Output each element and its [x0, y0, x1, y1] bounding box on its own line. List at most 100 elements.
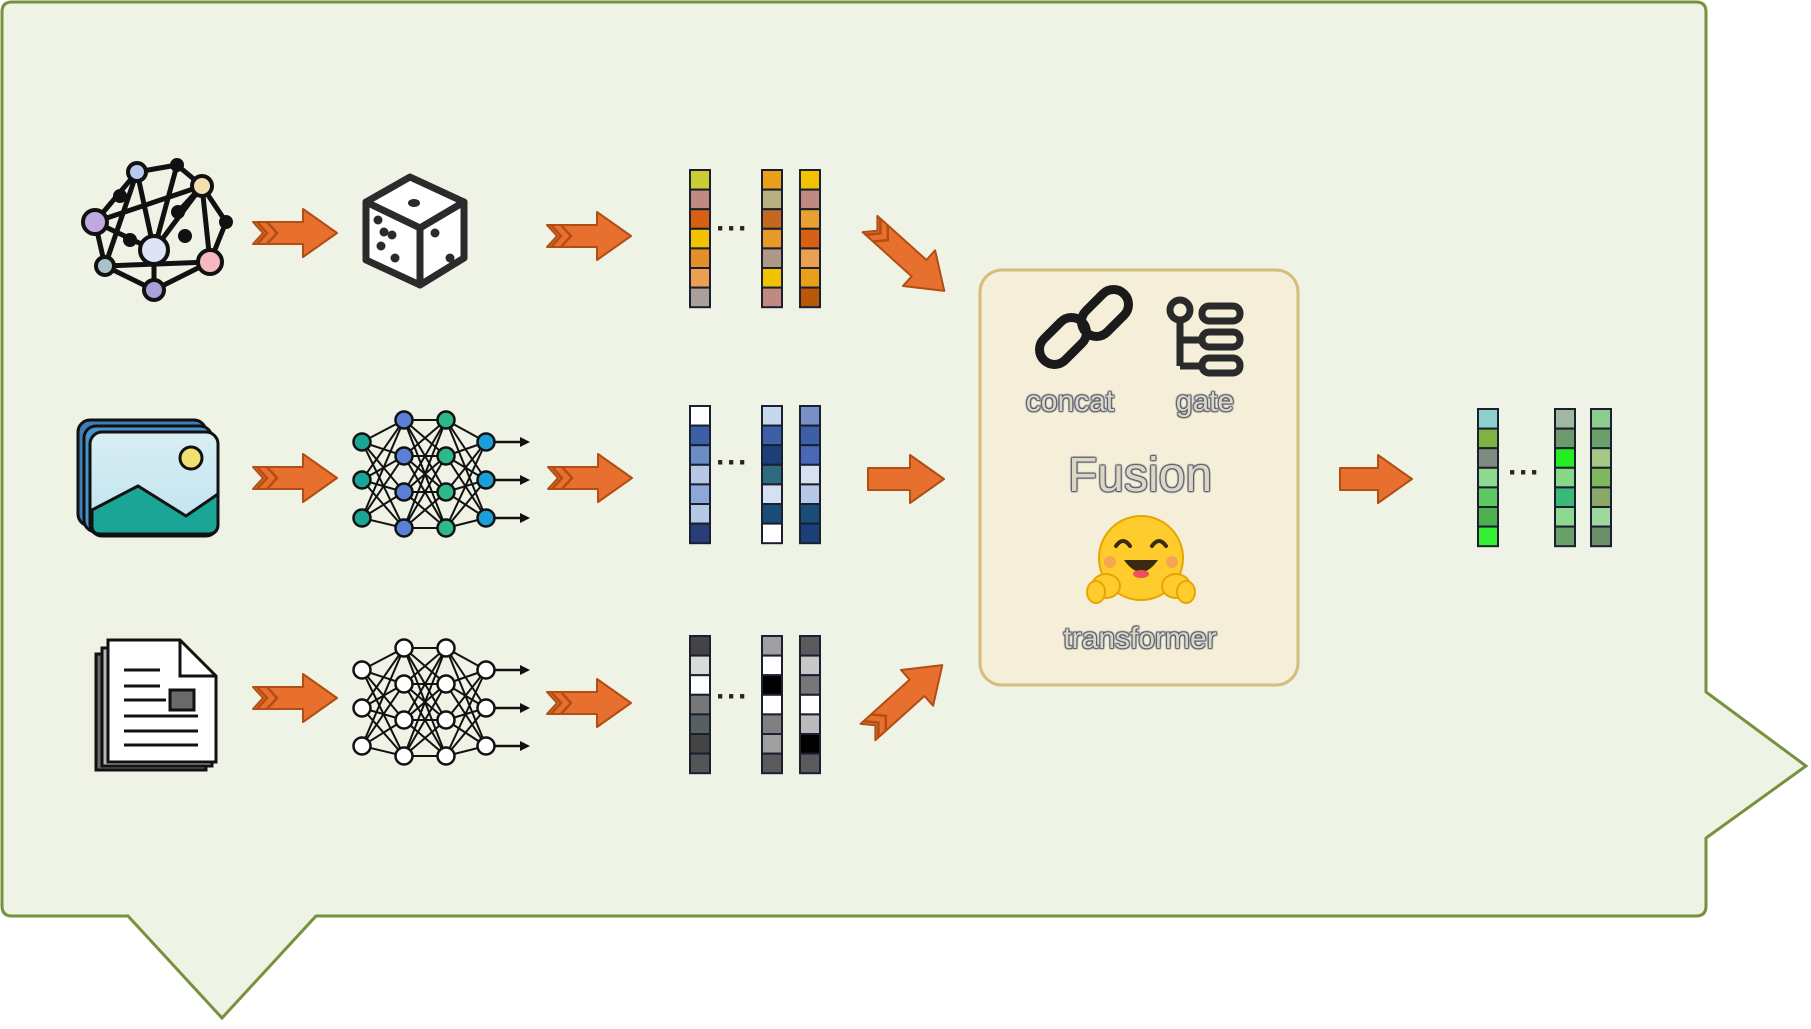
dice-pips [373, 199, 455, 263]
neuron-node [394, 518, 414, 538]
neuron-node [394, 674, 414, 694]
neuron-node [394, 482, 414, 502]
neuron-node [436, 482, 456, 502]
vector-cell [799, 405, 821, 427]
vector-cell [689, 635, 711, 657]
vector-cell [689, 522, 711, 545]
neuron-node [476, 508, 496, 528]
neuron-node [436, 710, 456, 730]
vector-cell [689, 267, 711, 289]
vector-cell [799, 247, 821, 269]
vector-cell [689, 405, 711, 427]
transformer-label: transformer [1063, 622, 1217, 655]
neuron-node [476, 470, 496, 490]
ellipsis-output: ··· [1508, 456, 1541, 489]
vector-cell [799, 503, 821, 525]
vector-cell [689, 169, 711, 191]
neuron-node [476, 660, 496, 680]
ellipsis-row3: ··· [716, 680, 749, 713]
vector-cell [799, 733, 821, 755]
vector-cell [1477, 506, 1499, 528]
vector-cell [689, 188, 711, 211]
vector-cell [761, 208, 783, 230]
vector-cell [799, 522, 821, 545]
vector-cell [1477, 525, 1499, 548]
vector-cell [799, 188, 821, 211]
neuron-node [436, 674, 456, 694]
vector-cell [689, 752, 711, 775]
vector-cell [689, 693, 711, 716]
chevron-arrow-icon [861, 214, 946, 292]
vector-cell [761, 483, 783, 505]
arrows-layer [252, 208, 1413, 742]
chevron-arrow-icon [546, 678, 632, 728]
vector-cell [1554, 506, 1576, 528]
vector-cell [799, 424, 821, 447]
vector-cell [1554, 486, 1576, 508]
vector-cell [761, 693, 783, 716]
vector-cell [799, 674, 821, 696]
neuron-node [476, 736, 496, 756]
neuron-node [352, 736, 372, 756]
vector-cell [689, 247, 711, 269]
chevron-arrow-icon [859, 664, 944, 742]
hugging-face-emoji-icon [1086, 515, 1196, 604]
vector-cell [799, 267, 821, 289]
vector-cell [689, 503, 711, 525]
vector-cell [761, 424, 783, 447]
neuron-node [352, 660, 372, 680]
neuron-node [352, 432, 372, 452]
vector-cell [799, 483, 821, 505]
vector-cell [1554, 427, 1576, 450]
vector-cell [761, 522, 783, 545]
vector-cell [761, 188, 783, 211]
vector-cell [761, 444, 783, 466]
vector-cell [689, 483, 711, 505]
vector-cell [1590, 466, 1612, 489]
vector-cell [761, 405, 783, 427]
arrow-icon [1339, 454, 1413, 504]
vector-cell [1477, 408, 1499, 430]
vector-cell [1554, 447, 1576, 469]
vector-cell [799, 693, 821, 716]
vectors-layer [689, 169, 1612, 775]
neural-network-icon-outline [352, 638, 530, 766]
vector-cell [689, 286, 711, 309]
vector-cell [761, 503, 783, 525]
vector-cell [689, 424, 711, 447]
vector-cell [1590, 486, 1612, 508]
vector-cell [1477, 486, 1499, 508]
vector-cell [1590, 447, 1612, 469]
neuron-node [394, 746, 414, 766]
neuron-node [352, 698, 372, 718]
vector-cell [1590, 506, 1612, 528]
vector-cell [799, 169, 821, 191]
chevron-arrow-icon [252, 208, 338, 258]
neuron-node [394, 638, 414, 658]
neuron-node [436, 410, 456, 430]
vector-cell [799, 635, 821, 657]
ellipsis-row1: ··· [716, 212, 749, 245]
gate-tree-icon [1166, 296, 1244, 377]
vector-cell [761, 267, 783, 289]
vector-cell [689, 733, 711, 755]
chevron-arrow-icon [547, 453, 633, 503]
vector-cell [761, 463, 783, 486]
vector-cell [799, 752, 821, 775]
neuron-node [352, 470, 372, 490]
vector-cell [761, 674, 783, 696]
vector-cell [761, 654, 783, 677]
neural-network-icon-color [352, 410, 530, 538]
image-stack-icon [76, 418, 220, 538]
vector-cell [761, 169, 783, 191]
neuron-node [436, 746, 456, 766]
chevron-arrow-icon [252, 453, 338, 503]
neuron-node [394, 710, 414, 730]
vector-cell [799, 654, 821, 677]
vector-cell [1554, 466, 1576, 489]
chain-link-icon [1035, 285, 1133, 369]
neuron-node [352, 508, 372, 528]
vector-cell [799, 286, 821, 309]
